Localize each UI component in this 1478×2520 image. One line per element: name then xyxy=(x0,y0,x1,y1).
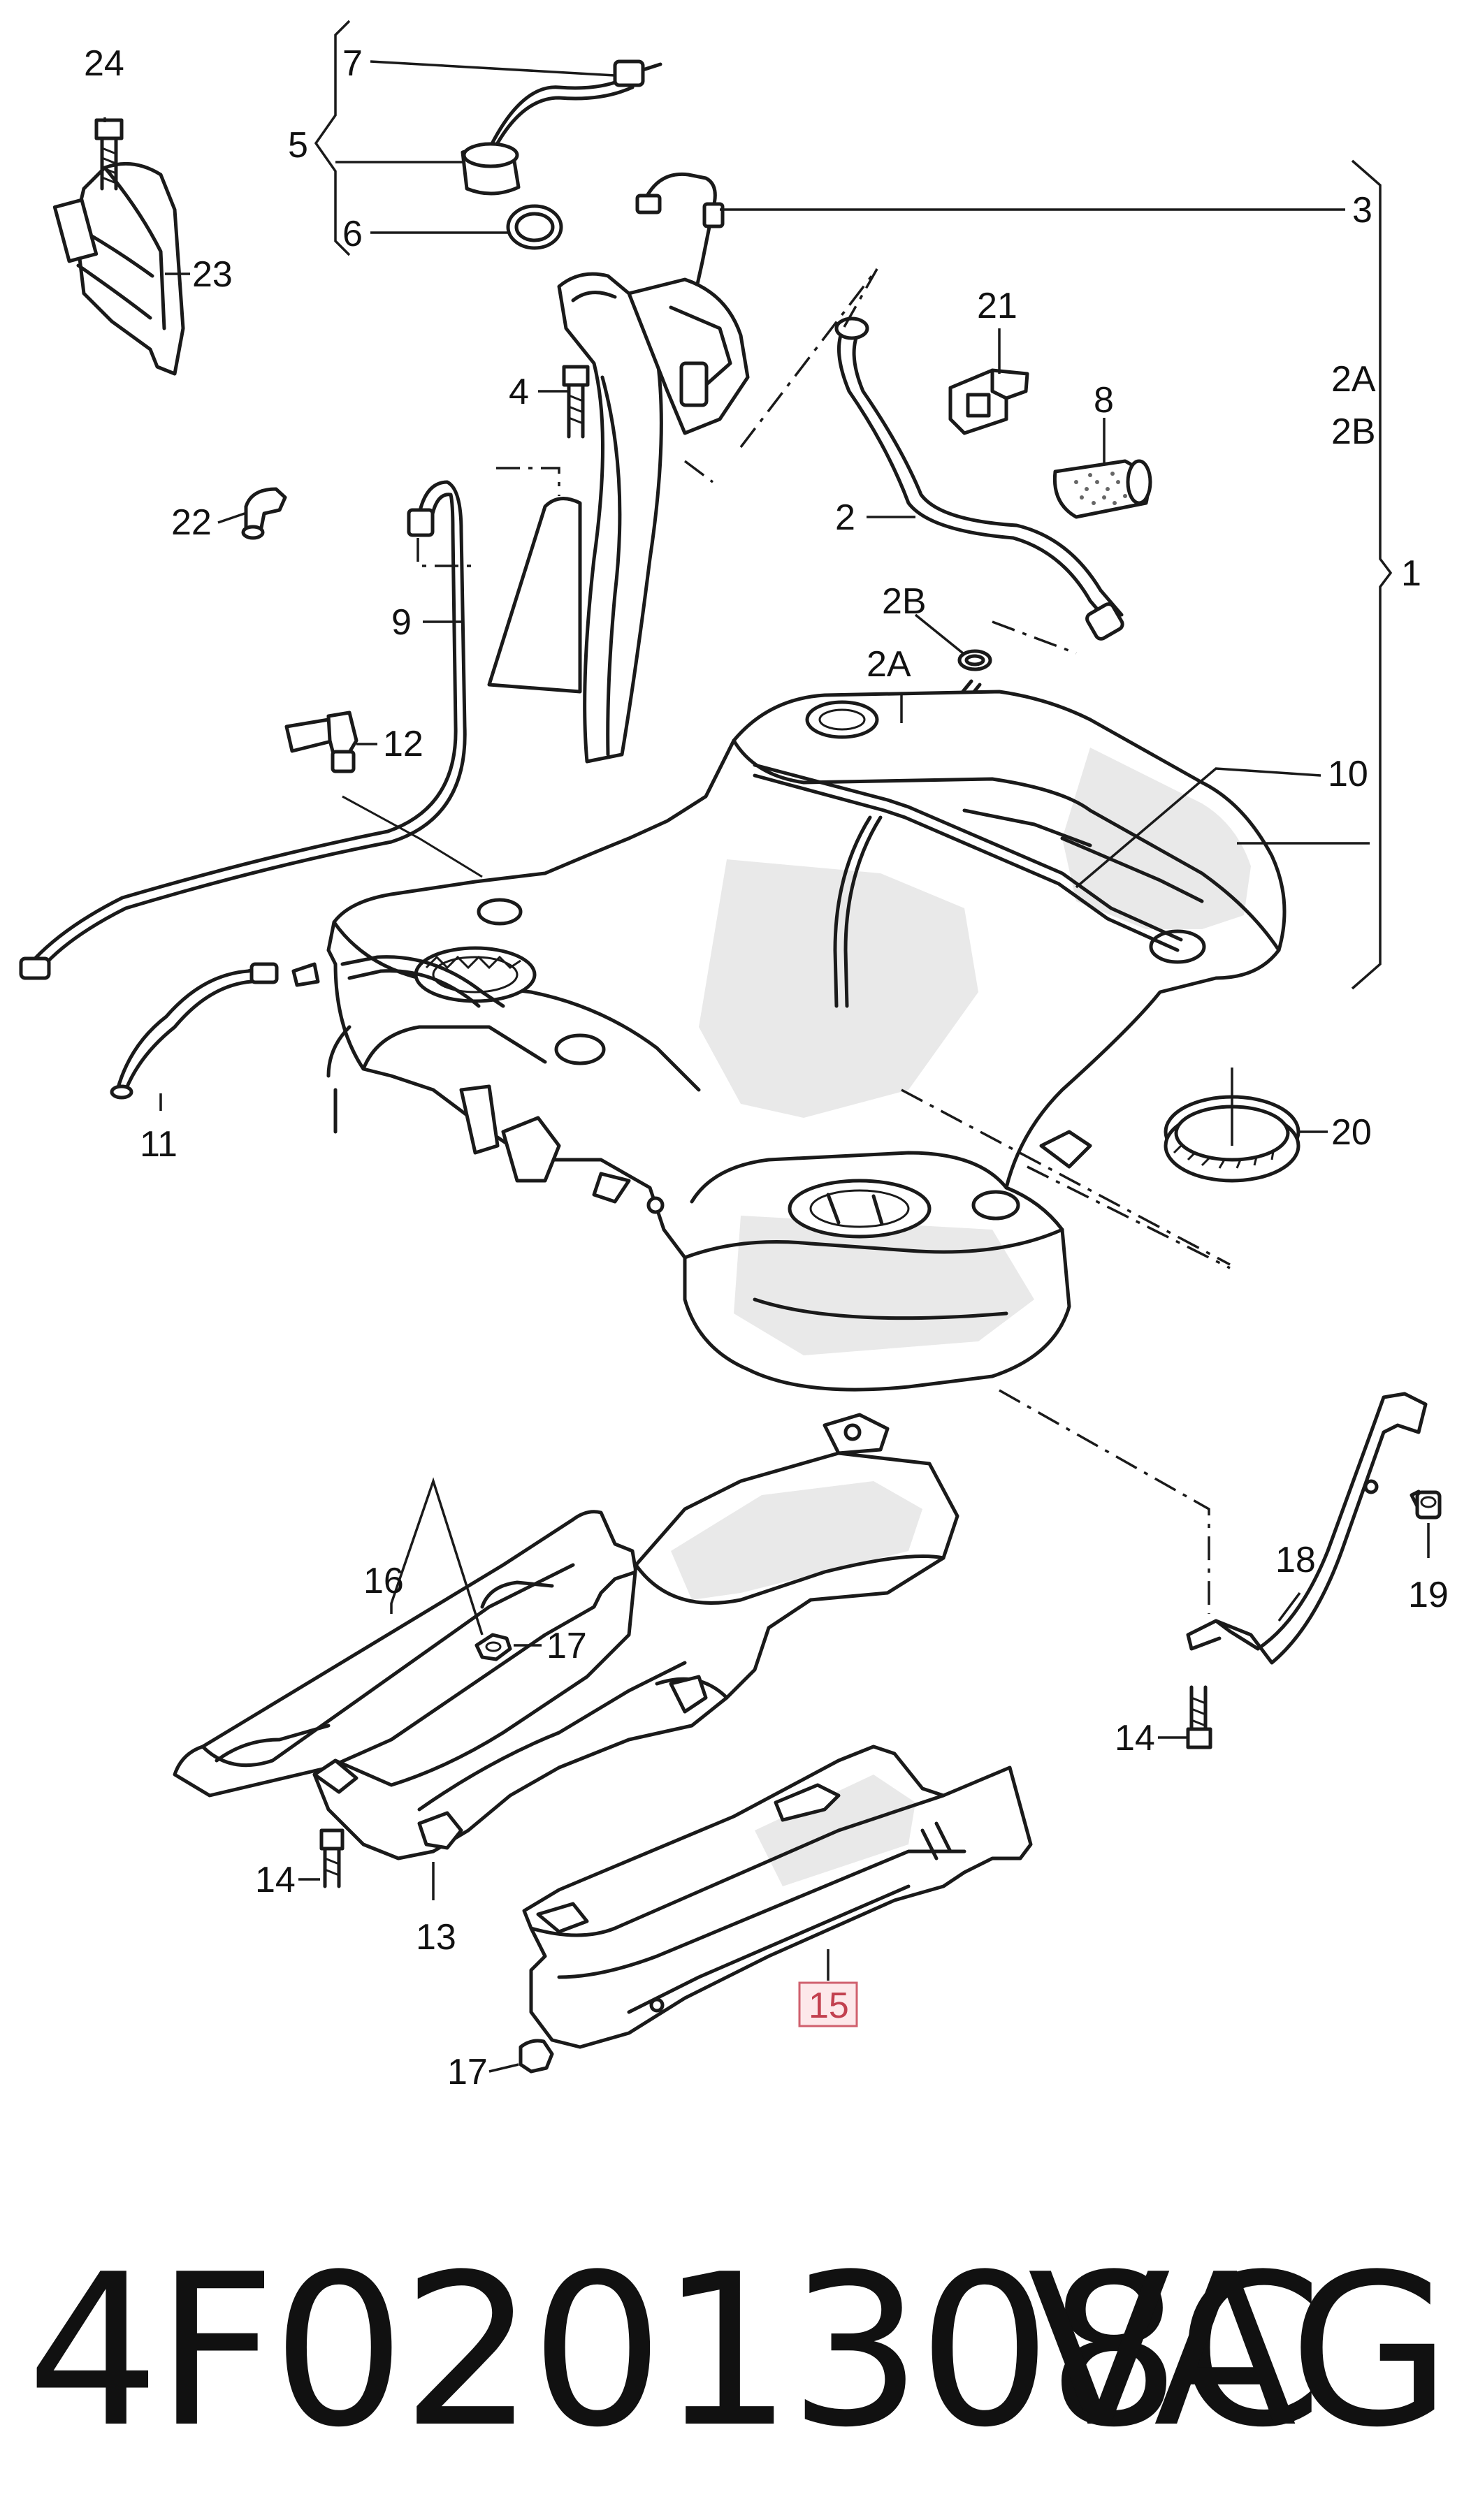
bolt-14a xyxy=(319,1828,345,1888)
callout-13: 13 xyxy=(416,1917,456,1958)
cable-7 xyxy=(480,59,662,177)
callout-2a-group: 2A xyxy=(1331,359,1376,400)
callout-15-highlight: 15 xyxy=(798,1981,858,2027)
callout-12: 12 xyxy=(383,724,423,764)
leader-12-tank xyxy=(342,795,483,878)
callout-20: 20 xyxy=(1331,1112,1372,1153)
callout-2a: 2A xyxy=(867,644,911,685)
callout-labels: 24 23 7 5 6 3 21 8 2A 2B 4 22 2 1 9 2B 2… xyxy=(84,43,1449,2092)
dash-hose-2 xyxy=(843,268,878,328)
callout-2: 2 xyxy=(835,497,855,538)
dash-tank-strap-2 xyxy=(1027,1165,1231,1269)
callout-2b-group: 2B xyxy=(1331,411,1376,452)
nut-17a xyxy=(474,1633,512,1661)
strap-18 xyxy=(1186,1392,1428,1665)
highlight-box xyxy=(798,1981,858,2027)
brace-1 xyxy=(1351,159,1393,990)
bolt-4 xyxy=(562,365,590,439)
callout-17-lower: 17 xyxy=(447,2052,488,2092)
callout-16: 16 xyxy=(363,1561,404,1601)
callout-14-left: 14 xyxy=(255,1860,296,1900)
callout-19: 19 xyxy=(1408,1575,1449,1615)
elbow-22 xyxy=(241,487,287,540)
dash-hose-2b xyxy=(992,620,1077,655)
callout-24: 24 xyxy=(84,43,124,84)
brace-5 xyxy=(314,20,351,256)
callout-14-right: 14 xyxy=(1115,1718,1155,1758)
heat-shield-15 xyxy=(522,1745,1033,2049)
callout-1: 1 xyxy=(1401,553,1421,594)
filler-neck xyxy=(557,272,750,764)
cap-5 xyxy=(461,142,521,196)
bolt-24 xyxy=(94,118,124,191)
callout-18: 18 xyxy=(1275,1540,1316,1580)
callout-22: 22 xyxy=(171,502,212,543)
callout-17-upper: 17 xyxy=(546,1626,587,1666)
callout-10: 10 xyxy=(1328,754,1368,794)
dash-tank-ring xyxy=(901,1088,1231,1266)
clip-21 xyxy=(948,368,1029,435)
callout-2b: 2B xyxy=(882,581,927,622)
dash-filler xyxy=(739,268,878,449)
callout-6: 6 xyxy=(342,214,363,254)
callout-23: 23 xyxy=(192,254,233,295)
callout-21: 21 xyxy=(977,286,1017,326)
bracket-23 xyxy=(52,161,185,376)
callout-5: 5 xyxy=(288,125,308,166)
callout-9: 9 xyxy=(391,602,412,643)
fuel-tank xyxy=(291,690,1287,1392)
sleeve-8 xyxy=(1052,459,1152,519)
callout-3: 3 xyxy=(1352,190,1372,231)
connector-12 xyxy=(284,711,358,773)
o-ring-2b xyxy=(957,649,992,671)
callout-7: 7 xyxy=(342,43,363,84)
dash-filler-2 xyxy=(683,460,714,483)
nut-17b xyxy=(519,2039,554,2074)
heat-shield-13 xyxy=(312,1413,959,1860)
heat-shield-small xyxy=(487,467,582,694)
vent-hose-3 xyxy=(635,172,725,296)
seal-6 xyxy=(506,204,563,250)
leader-lines xyxy=(103,60,1430,2073)
brand-name: VAG xyxy=(1027,2229,1451,2473)
dash-tank-strap xyxy=(999,1389,1210,1614)
part-number: 4F0201308C xyxy=(27,2229,1323,2473)
callout-4: 4 xyxy=(509,372,529,412)
hose-2 xyxy=(834,316,1124,641)
heat-shield-16 xyxy=(173,1510,638,1798)
callout-15: 15 xyxy=(809,1986,849,2026)
hose-11 xyxy=(110,962,279,1100)
callout-8: 8 xyxy=(1094,380,1114,421)
line-9 xyxy=(19,480,479,980)
callout-11: 11 xyxy=(140,1124,177,1165)
bolt-14b xyxy=(1186,1685,1212,1749)
bolt-19 xyxy=(1410,1490,1442,1520)
